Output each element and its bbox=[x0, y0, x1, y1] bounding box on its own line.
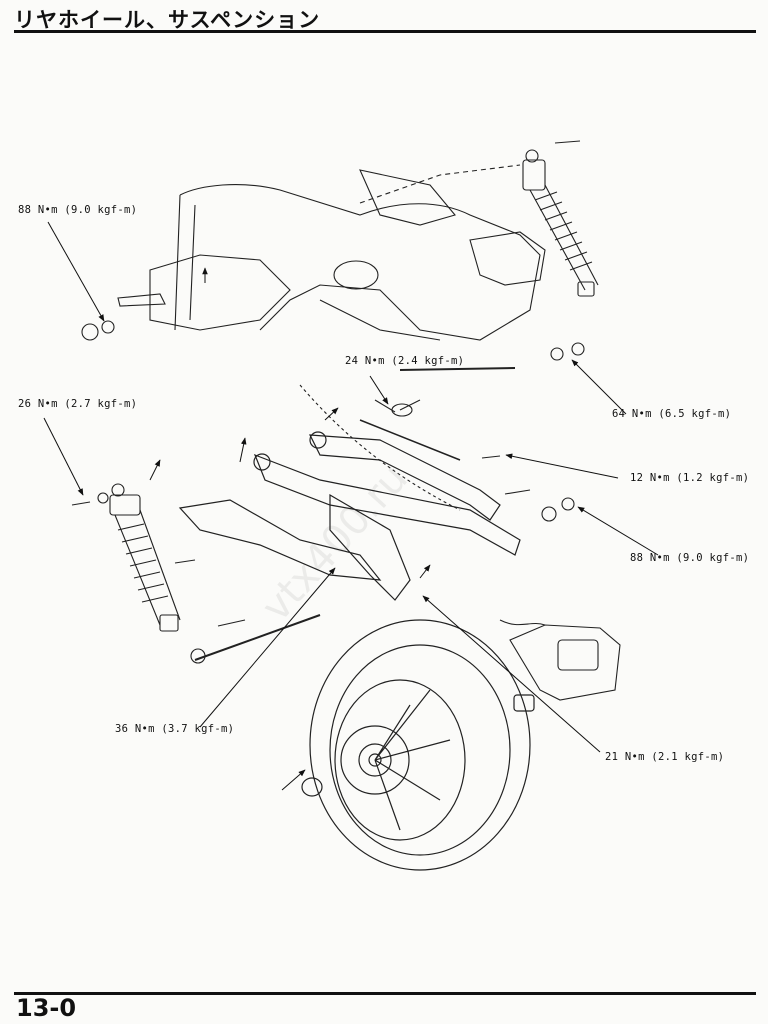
left-shock-absorber bbox=[109, 483, 181, 632]
rear-wheel bbox=[301, 619, 535, 871]
right-shock-absorber bbox=[522, 149, 599, 297]
torque-label-88-lower: 88 N•m (9.0 kgf-m) bbox=[630, 552, 750, 564]
torque-label-88-upper: 88 N•m (9.0 kgf-m) bbox=[18, 204, 138, 216]
header-rule bbox=[14, 30, 756, 33]
torque-label-24: 24 N•m (2.4 kgf-m) bbox=[345, 355, 465, 367]
direction-arrows bbox=[149, 267, 431, 791]
torque-label-36: 36 N•m (3.7 kgf-m) bbox=[115, 723, 235, 735]
leader-lines bbox=[43, 221, 659, 753]
swingarm bbox=[178, 367, 521, 661]
page-number: 13-0 bbox=[16, 994, 77, 1022]
brake-caliper bbox=[499, 619, 621, 701]
footer-rule bbox=[14, 992, 756, 995]
torque-label-26: 26 N•m (2.7 kgf-m) bbox=[18, 398, 138, 410]
torque-label-64: 64 N•m (6.5 kgf-m) bbox=[612, 408, 732, 420]
fasteners bbox=[71, 140, 585, 664]
torque-label-21: 21 N•m (2.1 kgf-m) bbox=[605, 751, 725, 763]
page-title: リヤホイール、サスペンション bbox=[14, 8, 321, 32]
frame-outline bbox=[117, 164, 546, 511]
torque-label-12: 12 N•m (1.2 kgf-m) bbox=[630, 472, 750, 484]
